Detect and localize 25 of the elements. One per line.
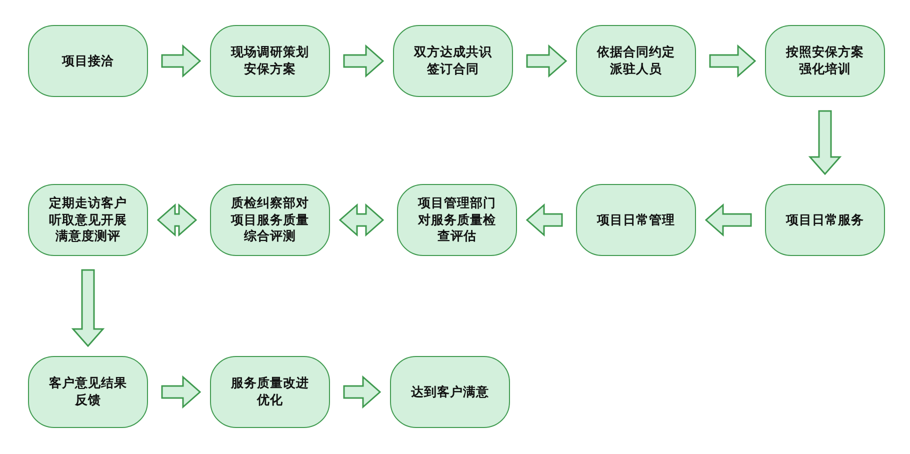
block-arrow: [526, 203, 563, 237]
block-arrow: [808, 110, 842, 176]
block-arrow: [343, 375, 382, 409]
block-arrow: [343, 44, 384, 78]
process-box: 现场调研策划安保方案: [210, 25, 330, 97]
block-arrow: [156, 203, 198, 237]
block-arrow: [338, 203, 384, 237]
block-arrow: [71, 269, 105, 348]
process-box: 项目管理部门对服务质量检查评估: [397, 184, 517, 256]
process-box: 项目日常服务: [765, 184, 885, 256]
block-arrow: [161, 44, 202, 78]
block-arrow: [161, 375, 202, 409]
process-box: 客户意见结果反馈: [28, 356, 148, 428]
block-arrow: [704, 203, 752, 237]
block-arrow: [709, 44, 756, 78]
process-box: 项目日常管理: [576, 184, 696, 256]
process-box: 服务质量改进优化: [210, 356, 330, 428]
process-box: 按照安保方案强化培训: [765, 25, 885, 97]
process-box: 定期走访客户听取意见开展满意度测评: [28, 184, 148, 256]
process-box: 双方达成共识签订合同: [393, 25, 513, 97]
process-box: 依据合同约定派驻人员: [576, 25, 696, 97]
process-box: 达到客户满意: [390, 356, 510, 428]
process-box: 质检纠察部对项目服务质量综合评测: [210, 184, 330, 256]
block-arrow: [526, 44, 568, 78]
process-box: 项目接洽: [28, 25, 148, 97]
